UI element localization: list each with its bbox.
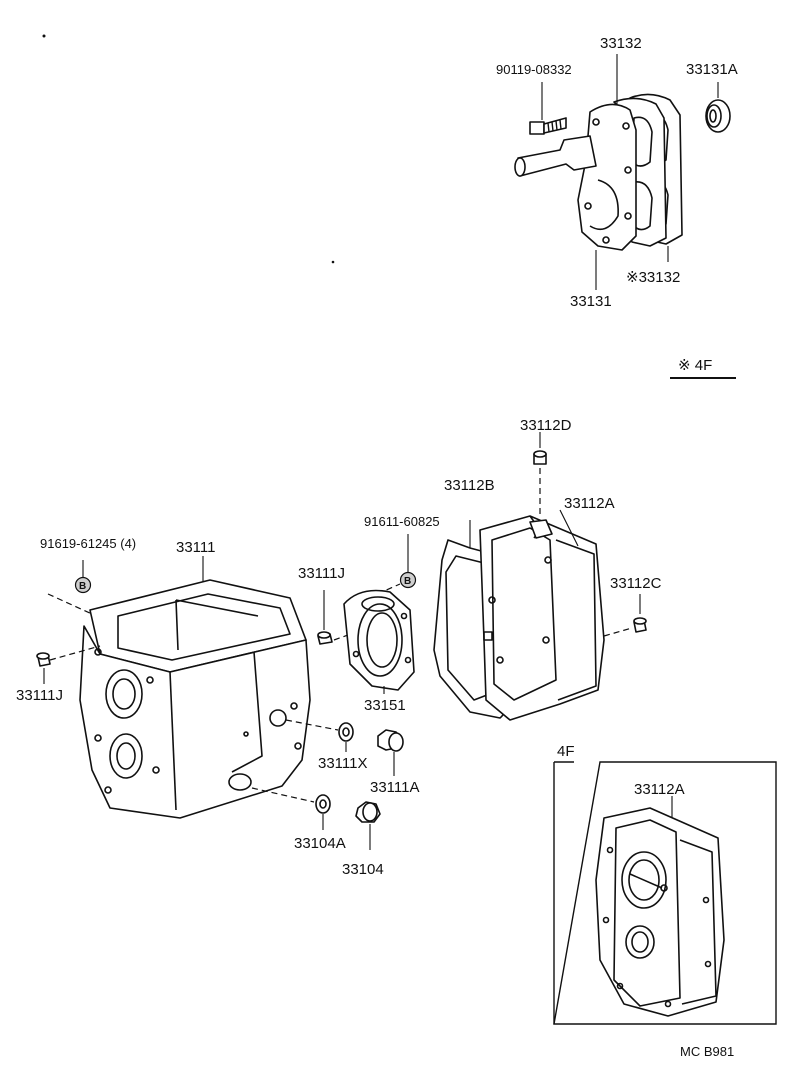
label-33111A: 33111A (370, 779, 420, 796)
svg-text:B: B (404, 576, 411, 587)
washer-33111X (285, 719, 354, 752)
housing-shaft (517, 135, 597, 177)
legend-4f: ※ 4F (678, 357, 712, 374)
speck (331, 260, 335, 264)
plug-33112D (533, 432, 547, 518)
label-33112D: 33112D (520, 417, 572, 434)
dowel-pin-33111J-mid (317, 590, 391, 645)
label-33131A: 33131A (686, 61, 738, 78)
housing-33131 (577, 103, 637, 251)
label-33132-marked: ※33132 (626, 269, 680, 286)
label-33111J-left: 33111J (16, 687, 63, 704)
label-33112C: 33112C (610, 575, 662, 592)
label-91611-60825: 91611-60825 (364, 514, 440, 529)
label-33112B: 33112B (444, 477, 495, 494)
oil-seal-33131A (705, 99, 731, 133)
label-33151: 33151 (364, 697, 406, 714)
washer-33104A (251, 787, 331, 830)
footer-code: MC B981 (680, 1044, 734, 1059)
inset-4f (553, 761, 777, 1025)
label-33111J-mid: 33111J (298, 565, 345, 582)
plug-33104 (355, 801, 381, 850)
bolt-marker-91611: B (349, 534, 417, 607)
bearing-retainer-33151 (343, 589, 415, 694)
label-33131: 33131 (570, 293, 612, 310)
label-33111X: 33111X (318, 755, 368, 772)
bolt-marker-91619: B (47, 560, 93, 615)
label-33111: 33111 (176, 539, 216, 556)
bolt-90119 (529, 117, 567, 135)
extension-housing-group (514, 54, 731, 290)
label-91619-61245: 91619-61245 (4) (40, 536, 136, 551)
pin-33112C (603, 594, 647, 637)
transfer-case-33112A (479, 509, 605, 721)
svg-text:B: B (79, 581, 86, 592)
speck (42, 34, 46, 38)
inset-label-33112A: 33112A (634, 781, 685, 798)
label-33104: 33104 (342, 861, 384, 878)
dowel-pin-33111J-left (36, 645, 101, 684)
transmission-case-33111 (79, 579, 311, 819)
label-90119-08332: 90119-08332 (496, 62, 572, 77)
inset-title: 4F (557, 743, 575, 760)
plug-33111A (377, 729, 404, 776)
label-33132-top: 33132 (600, 35, 642, 52)
label-33112A: 33112A (564, 495, 615, 512)
label-33104A: 33104A (294, 835, 346, 852)
